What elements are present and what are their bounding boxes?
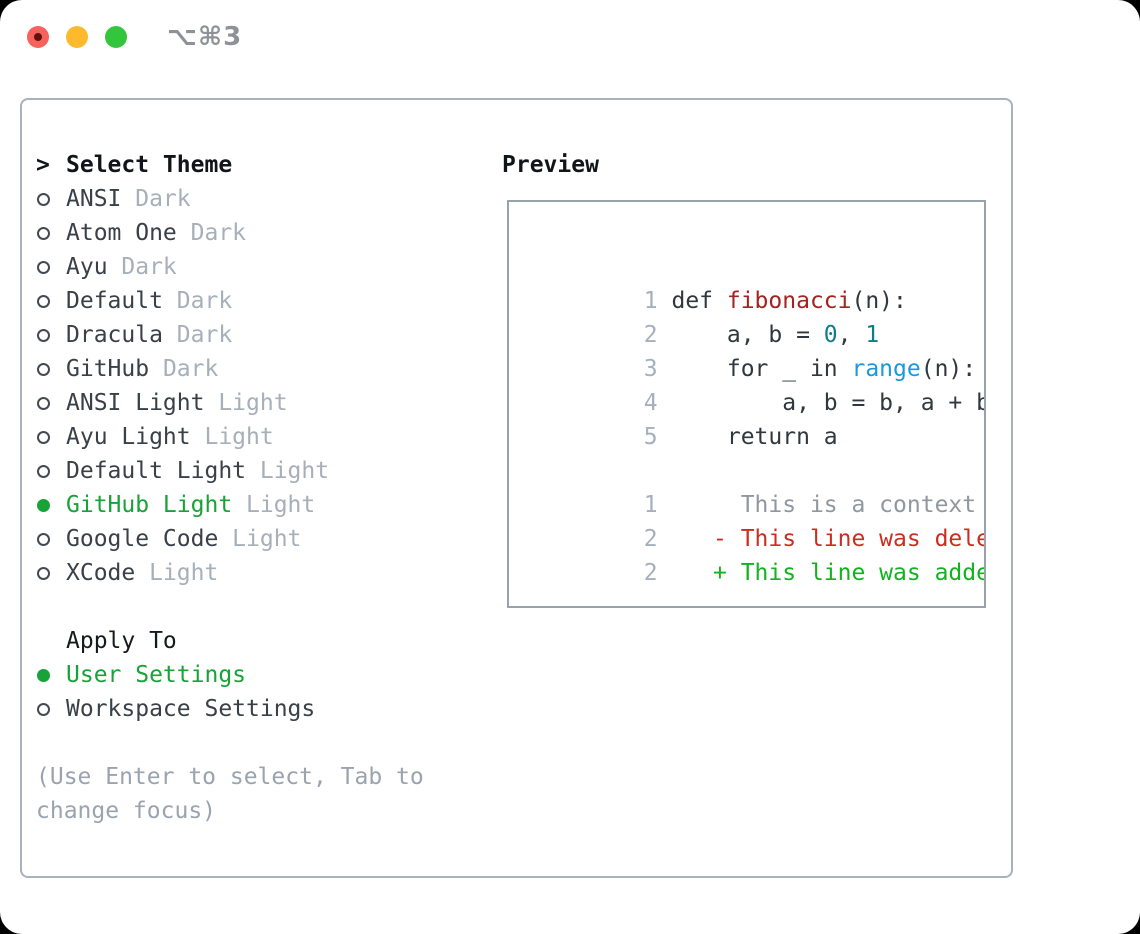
radio-unselected-icon xyxy=(36,454,66,488)
pointer-icon: > xyxy=(36,152,50,178)
line-number: 2 xyxy=(643,560,658,586)
line-number: 2 xyxy=(643,526,658,552)
line-number: 1 xyxy=(643,492,658,518)
theme-name: Default Light xyxy=(66,458,247,484)
diff-line-deleted: 2 - This line was deleted. xyxy=(533,488,984,552)
theme-variant: Light xyxy=(149,560,219,586)
apply-option-workspace-settings[interactable]: Workspace Settings xyxy=(36,692,492,726)
line-number: 3 xyxy=(643,356,658,382)
line-number: 5 xyxy=(643,424,658,450)
theme-variant: Dark xyxy=(176,288,233,314)
theme-variant: Dark xyxy=(190,220,247,246)
radio-unselected-icon xyxy=(36,692,66,726)
theme-variant: Dark xyxy=(176,322,233,348)
radio-unselected-icon xyxy=(36,522,66,556)
apply-option-label: User Settings xyxy=(66,662,247,688)
theme-option-github-light[interactable]: GitHub Light Light xyxy=(36,488,492,522)
line-number: 2 xyxy=(643,322,658,348)
radio-unselected-icon xyxy=(36,556,66,590)
theme-variant: Light xyxy=(204,424,274,450)
apply-to-title: Apply To xyxy=(66,628,177,654)
code-line: 2 a, b = 0, 1 xyxy=(533,284,984,348)
theme-option-google-code-light[interactable]: Google Code Light xyxy=(36,522,492,556)
diff-line-context: 1 This is a context line. xyxy=(533,454,984,518)
close-button[interactable] xyxy=(27,26,49,48)
theme-name: Ayu xyxy=(66,254,108,280)
radio-unselected-icon xyxy=(36,182,66,216)
theme-option-ayu-light[interactable]: Ayu Light Light xyxy=(36,420,492,454)
theme-name: Default xyxy=(66,288,163,314)
radio-unselected-icon xyxy=(36,250,66,284)
theme-option-default-light[interactable]: Default Light Light xyxy=(36,454,492,488)
radio-unselected-icon xyxy=(36,386,66,420)
line-number: 1 xyxy=(643,288,658,314)
preview-title: Preview xyxy=(502,152,599,178)
code-line: 4 a, b = b, a + b xyxy=(533,352,984,416)
keyboard-hint: (Use Enter to select, Tab to change focu… xyxy=(36,764,424,824)
code-line: 5 return a xyxy=(533,386,984,450)
theme-option-ayu-dark[interactable]: Ayu Dark xyxy=(36,250,492,284)
theme-variant: Dark xyxy=(135,186,191,212)
radio-selected-icon xyxy=(36,658,66,692)
theme-name: Dracula xyxy=(66,322,163,348)
theme-variant: Light xyxy=(259,458,330,484)
theme-option-default-dark[interactable]: Default Dark xyxy=(36,284,492,318)
theme-option-ansi-dark[interactable]: ANSI Dark xyxy=(36,182,492,216)
theme-variant: Light xyxy=(218,390,288,416)
theme-variant: Dark xyxy=(121,254,177,280)
theme-name: ANSI Light xyxy=(66,390,205,416)
radio-unselected-icon xyxy=(36,284,66,318)
line-number: 4 xyxy=(643,390,658,416)
spacer xyxy=(36,590,492,624)
theme-list-header: > Select Theme xyxy=(36,148,492,182)
theme-variant: Light xyxy=(232,526,302,552)
unsaved-dot-icon xyxy=(34,33,42,41)
apply-option-label: Workspace Settings xyxy=(66,696,316,722)
theme-option-ansi-light[interactable]: ANSI Light Light xyxy=(36,386,492,420)
radio-selected-icon xyxy=(36,488,66,522)
theme-picker-panel: > Select Theme ANSI Dark Atom One Dark A… xyxy=(20,98,1013,878)
theme-name: Atom One xyxy=(66,220,177,246)
theme-name: GitHub xyxy=(66,356,150,382)
theme-name: Ayu Light xyxy=(66,424,191,450)
apply-to-header: Apply To xyxy=(36,624,492,658)
select-theme-title: Select Theme xyxy=(66,152,233,178)
diff-line-added: 2 + This line was added. xyxy=(533,522,984,586)
theme-list: > Select Theme ANSI Dark Atom One Dark A… xyxy=(36,148,492,726)
theme-variant: Light xyxy=(246,492,316,518)
radio-unselected-icon xyxy=(36,420,66,454)
minimize-button[interactable] xyxy=(66,26,88,48)
theme-name: GitHub Light xyxy=(66,492,233,518)
theme-option-xcode-light[interactable]: XCode Light xyxy=(36,556,492,590)
theme-option-github-dark[interactable]: GitHub Dark xyxy=(36,352,492,386)
theme-option-dracula-dark[interactable]: Dracula Dark xyxy=(36,318,492,352)
radio-unselected-icon xyxy=(36,216,66,250)
theme-variant: Dark xyxy=(162,356,219,382)
apply-option-user-settings[interactable]: User Settings xyxy=(36,658,492,692)
theme-option-atom-one-dark[interactable]: Atom One Dark xyxy=(36,216,492,250)
theme-name: ANSI xyxy=(66,186,122,212)
theme-name: XCode xyxy=(66,560,136,586)
window-title: ⌥⌘3 xyxy=(167,22,243,52)
zoom-button[interactable] xyxy=(105,26,127,48)
radio-unselected-icon xyxy=(36,352,66,386)
radio-unselected-icon xyxy=(36,318,66,352)
code-line: 3 for _ in range(n): xyxy=(533,318,984,382)
theme-name: Google Code xyxy=(66,526,219,552)
